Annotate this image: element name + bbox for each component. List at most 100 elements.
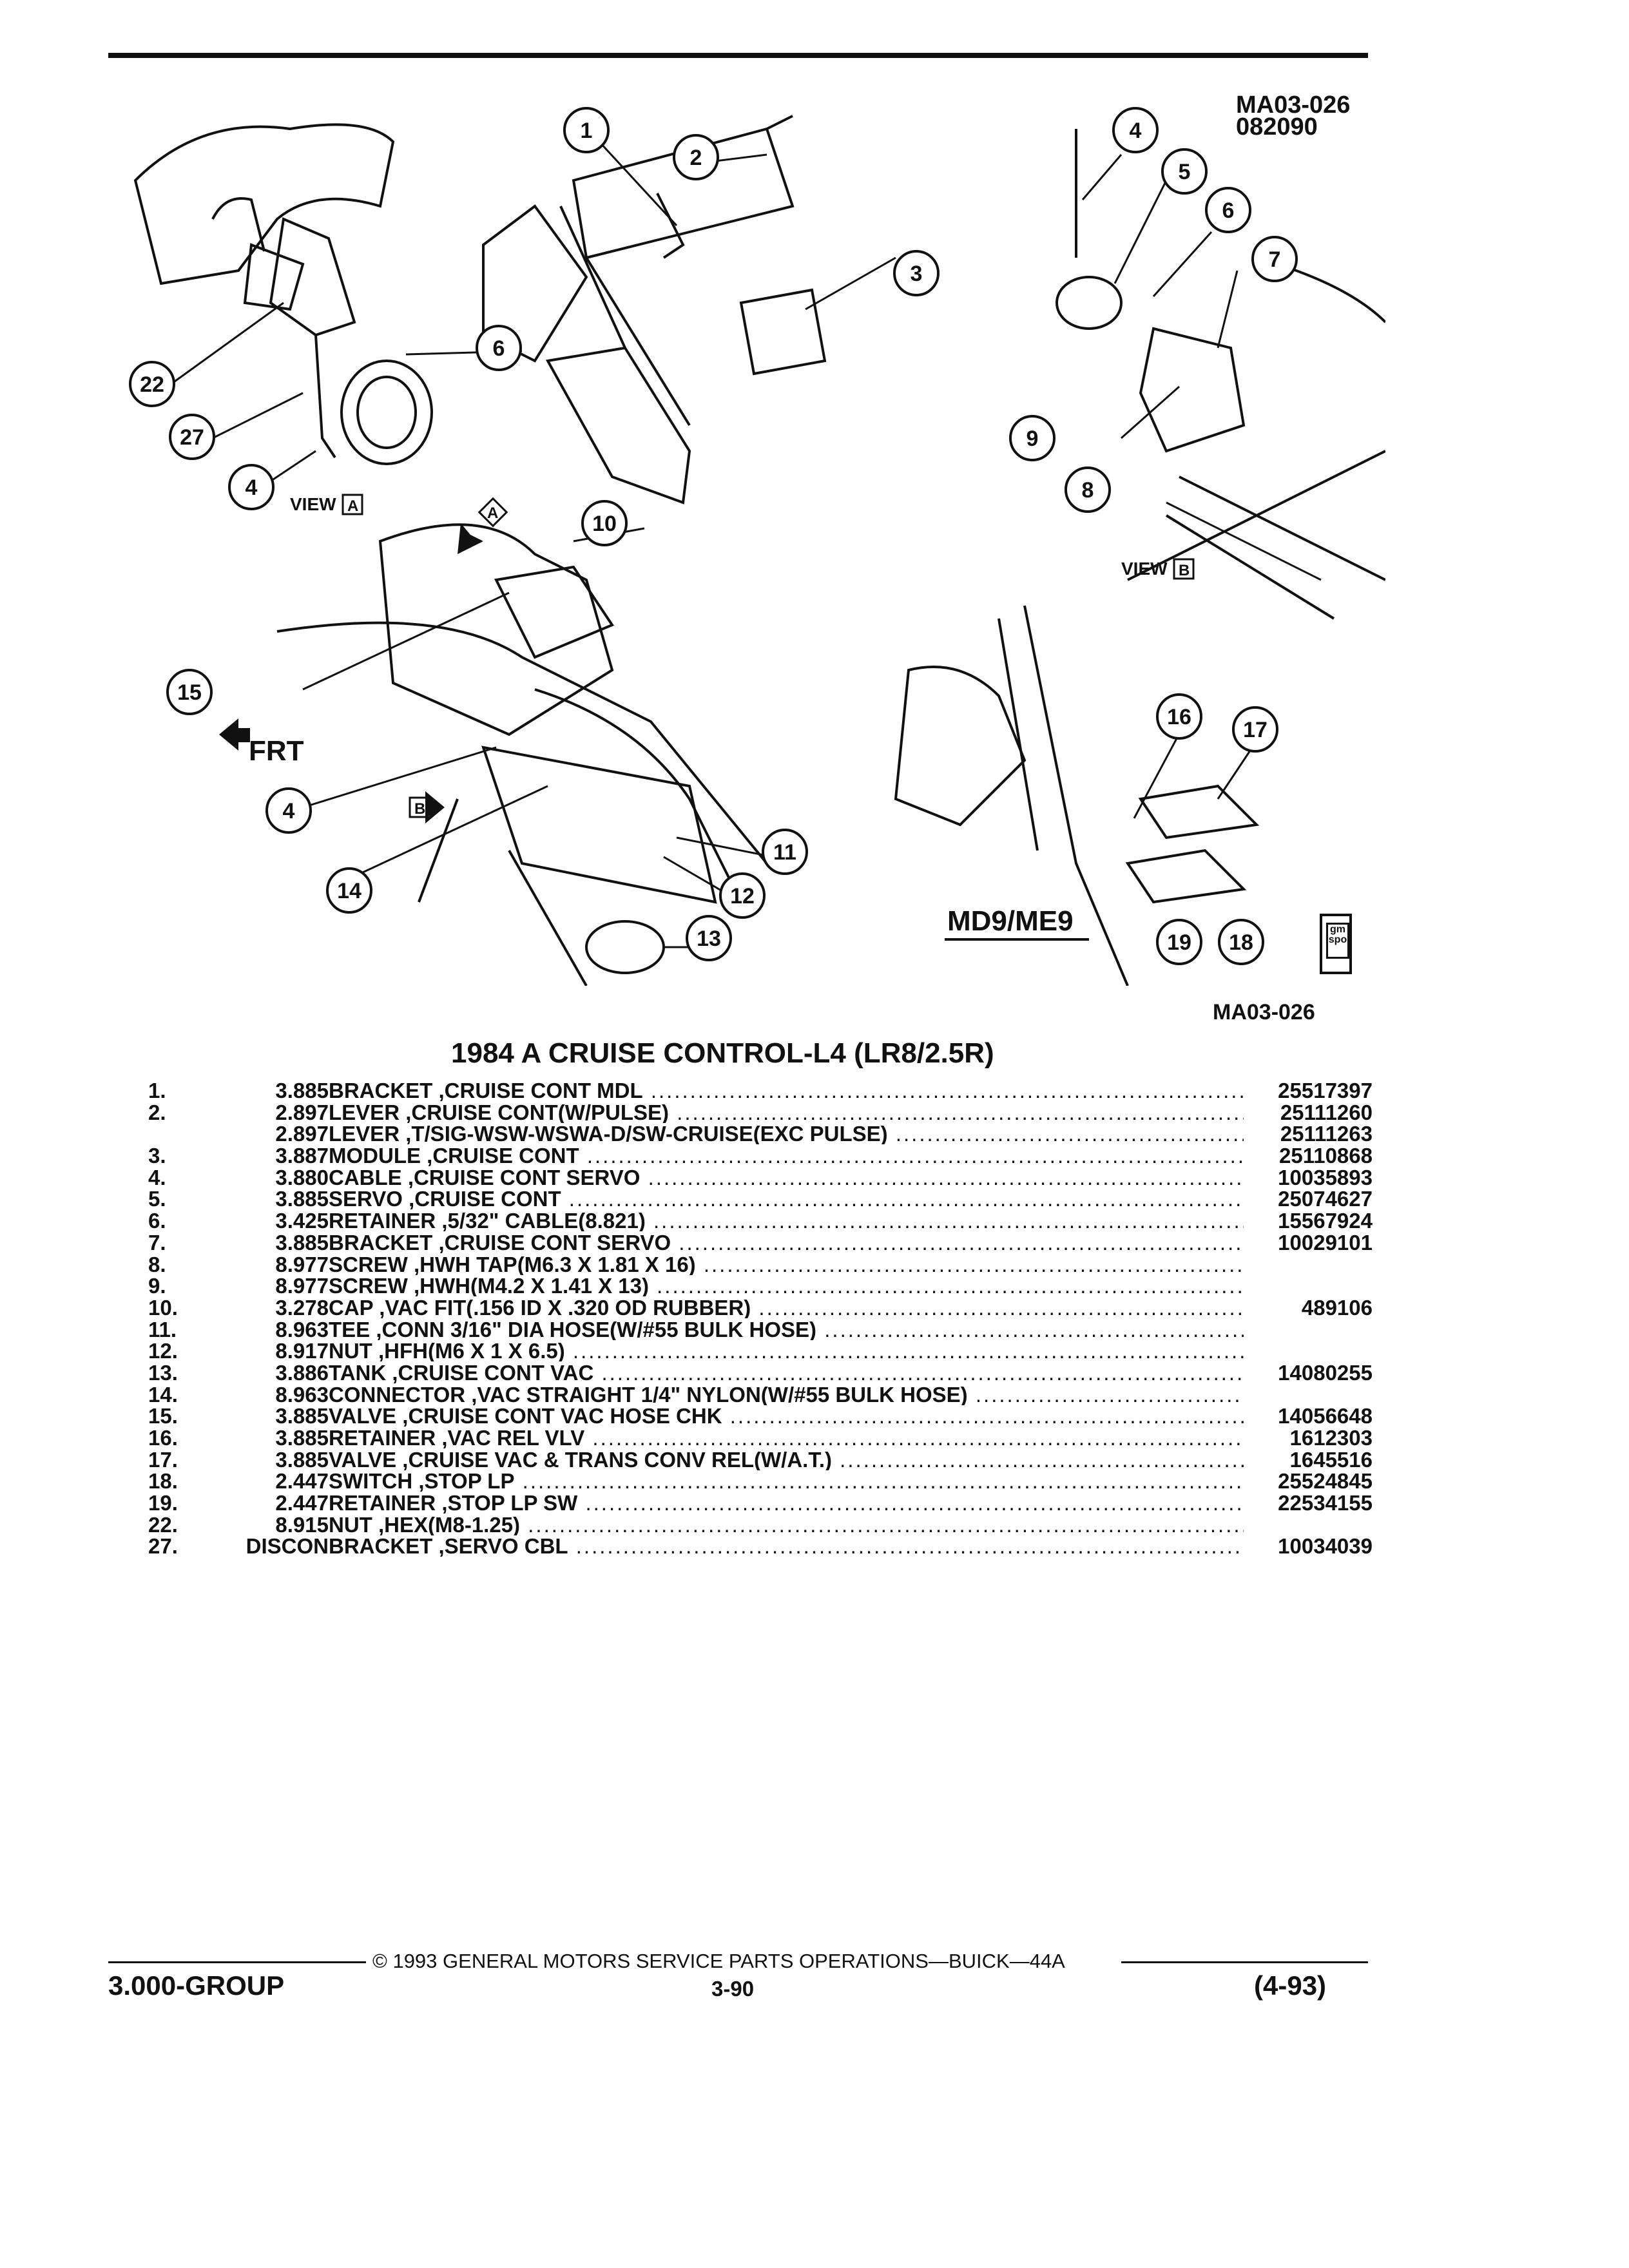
callout-11: 11	[762, 829, 808, 875]
callout-9: 9	[1009, 415, 1055, 461]
part-ref-number: 10.	[148, 1295, 178, 1320]
callout-4a: 4	[1112, 107, 1159, 153]
part-description: BRACKET ,CRUISE CONT MDL	[329, 1080, 1244, 1101]
part-group-number: 8.963	[275, 1317, 329, 1341]
svg-text:22: 22	[140, 372, 164, 397]
part-ref-number: 1.	[148, 1079, 166, 1102]
part-group-number: 8.917	[275, 1339, 329, 1363]
part-description: NUT ,HFH(M6 X 1 X 6.5)	[329, 1340, 1244, 1361]
part-ref-number: 15.	[148, 1404, 178, 1428]
part-ref-number: 12.	[148, 1339, 178, 1363]
svg-text:4: 4	[1130, 119, 1142, 143]
part-number: 25074627	[1244, 1188, 1373, 1210]
callout-circles: 1 2 3 4 5 6 7 8 9 10 11 12 13 14 15 16 1…	[129, 107, 1298, 965]
part-ref-number: 9.	[148, 1274, 166, 1298]
part-group-number: 3.887	[275, 1144, 329, 1168]
part-group-number: 3.885	[275, 1187, 329, 1211]
exploded-diagram: 1 2 3 4 5 6 7 8 9 10 11 12 13 14 15 16 1…	[129, 107, 1385, 986]
callout-1: 1	[563, 107, 610, 153]
part-ref-number: 16.	[148, 1426, 178, 1450]
callout-18: 18	[1218, 919, 1264, 965]
arrow-a-box: A	[487, 505, 498, 522]
callout-16: 16	[1156, 693, 1202, 740]
part-number: 14080255	[1244, 1361, 1373, 1383]
part-description: TEE ,CONN 3/16" DIA HOSE(W/#55 BULK HOSE…	[329, 1319, 1244, 1340]
part-description: LEVER ,T/SIG-WSW-WSWA-D/SW-CRUISE(EXC PU…	[329, 1123, 1244, 1144]
front-arrow-icon	[219, 718, 238, 751]
callout-5: 5	[1161, 148, 1208, 195]
part-description: SCREW ,HWH TAP(M6.3 X 1.81 X 16)	[329, 1254, 1244, 1275]
part-number: 15567924	[1244, 1210, 1373, 1232]
engine-bay-art	[276, 523, 768, 986]
part-description: VALVE ,CRUISE CONT VAC HOSE CHK	[329, 1405, 1244, 1427]
leader-lines	[167, 140, 1322, 948]
part-ref-number: 8.	[148, 1252, 166, 1276]
part-description: RETAINER ,5/32" CABLE(8.821)	[329, 1210, 1244, 1231]
arrow-b-box: B	[414, 800, 425, 818]
part-ref-number: 13.	[148, 1360, 178, 1385]
svg-text:13: 13	[697, 927, 721, 951]
svg-text:4: 4	[283, 799, 295, 823]
callout-8: 8	[1065, 466, 1111, 513]
part-description: SWITCH ,STOP LP	[329, 1470, 1244, 1492]
callout-19: 19	[1156, 919, 1202, 965]
part-group-number: 2.897	[275, 1100, 329, 1124]
svg-text:14: 14	[337, 879, 361, 903]
svg-text:12: 12	[730, 884, 755, 908]
svg-text:2: 2	[690, 146, 702, 170]
gm-spo-logo-text: gm spo	[1326, 923, 1349, 959]
svg-text:11: 11	[773, 840, 796, 865]
part-ref-number: 2.	[148, 1100, 166, 1124]
part-number: 22534155	[1244, 1492, 1373, 1514]
top-rule	[108, 53, 1368, 58]
diagram-id-block: MA03-026 082090	[1236, 93, 1350, 139]
svg-text:19: 19	[1167, 930, 1191, 955]
part-number: 1645516	[1244, 1448, 1373, 1470]
callout-7: 7	[1251, 236, 1298, 282]
steering-column-art	[482, 115, 827, 505]
engine-view-a-art	[133, 123, 433, 465]
part-group-number: 8.915	[275, 1512, 329, 1537]
part-ref-number: 5.	[148, 1187, 166, 1211]
part-description: SCREW ,HWH(M4.2 X 1.41 X 13)	[329, 1275, 1244, 1296]
part-ref-number: 18.	[148, 1469, 178, 1494]
view-a-label: VIEW	[290, 494, 336, 514]
footer-page-number: 3-90	[711, 1977, 755, 2001]
part-number: 489106	[1244, 1296, 1373, 1318]
part-description: TANK ,CRUISE CONT VAC	[329, 1362, 1244, 1383]
callout-4b: 4	[228, 464, 275, 510]
part-description: SERVO ,CRUISE CONT	[329, 1188, 1244, 1209]
part-number: 25111260	[1244, 1101, 1373, 1123]
callout-15: 15	[166, 669, 213, 715]
callout-14: 14	[326, 867, 372, 914]
view-b-box: B	[1179, 562, 1190, 579]
part-ref-number: 6.	[148, 1209, 166, 1233]
part-group-number: 8.977	[275, 1274, 329, 1298]
part-description: RETAINER ,VAC REL VLV	[329, 1427, 1244, 1448]
part-number: 10035893	[1244, 1166, 1373, 1188]
part-ref-number: 19.	[148, 1491, 178, 1515]
part-group-number: 3.885	[275, 1447, 329, 1472]
svg-text:1: 1	[581, 119, 593, 143]
part-group-number: 3.886	[275, 1360, 329, 1385]
svg-text:4: 4	[246, 476, 258, 500]
footer-copyright: © 1993 GENERAL MOTORS SERVICE PARTS OPER…	[372, 1950, 1065, 1972]
part-number: 25524845	[1244, 1470, 1373, 1492]
diagram-bottom-label: MA03-026	[1213, 1000, 1315, 1024]
diagram-labels: VIEW A VIEW B FRT MD9/ME9 B A	[249, 494, 1195, 941]
part-number: 25110868	[1244, 1145, 1373, 1167]
